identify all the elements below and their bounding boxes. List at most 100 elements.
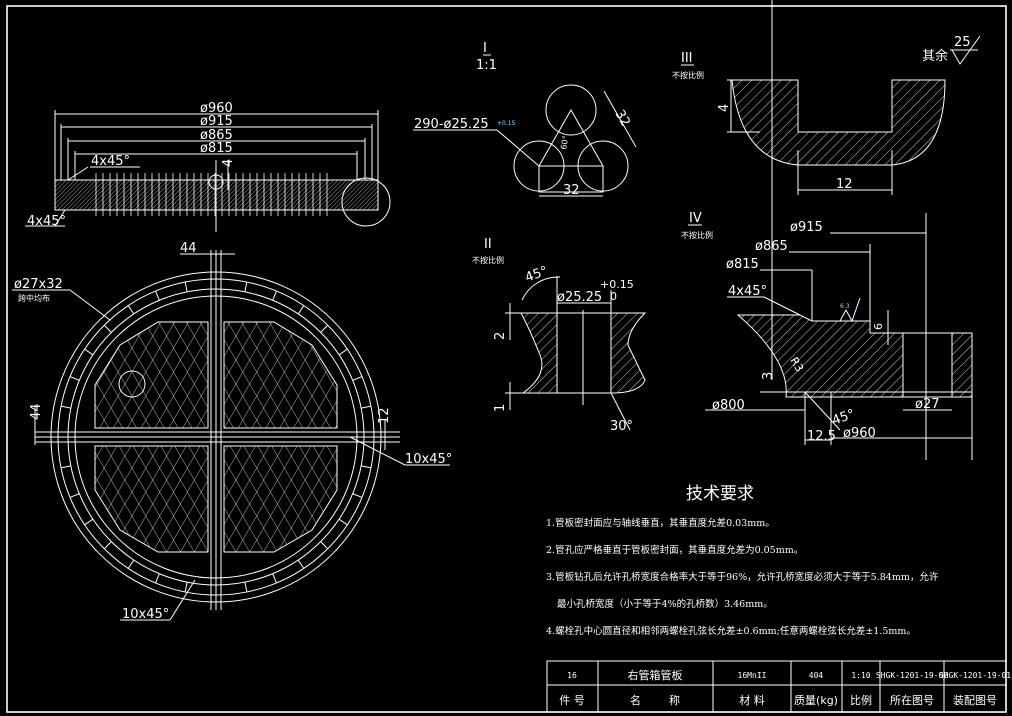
bolt-hole-mark [127,305,135,315]
svg-text:25: 25 [954,35,971,50]
bolt-hole-mark [297,559,305,569]
bolt-hole-mark [361,405,372,409]
svg-text:3: 3 [761,372,776,380]
roughness-symbol: 其余 25 [922,35,981,65]
bolt-hole-mark [69,376,80,381]
drawing-frame [6,5,1007,713]
svg-text:30°: 30° [610,419,633,434]
svg-text:ø815: ø815 [726,257,759,272]
bolt-hole-mark [352,376,363,381]
detail-III: III 不按比例 4 12 [672,51,946,195]
svg-text:件 号: 件 号 [559,694,585,707]
svg-text:ø800: ø800 [712,398,745,413]
svg-text:SHGK-1201-19-02: SHGK-1201-19-02 [876,671,948,680]
bolt-hole-mark [60,405,71,409]
svg-text:III: III [681,51,693,66]
svg-text:404: 404 [809,671,824,680]
detail-II: II 不按比例 45° ø25.25 +0.15 0 2 1 30° [472,237,647,434]
bolt-hole-mark [320,541,329,550]
svg-text:名 称: 名 称 [630,693,680,707]
bolt-hole-mark [338,348,348,356]
svg-text:4: 4 [717,104,732,112]
svg-text:SHGK-1201-19-01: SHGK-1201-19-01 [939,671,1011,680]
svg-text:ø815: ø815 [200,141,233,156]
title-block: 16 右管箱管板 16MnII 404 1:10 SHGK-1201-19-02… [546,660,1011,713]
svg-text:II: II [484,237,492,252]
bolt-hole-mark [155,573,160,584]
svg-text:0: 0 [610,290,617,303]
bolt-hole-mark [184,281,188,292]
bolt-hole-mark [60,465,71,469]
bolt-hole-mark [155,290,160,301]
svg-text:6.3: 6.3 [840,303,850,310]
svg-text:右管箱管板: 右管箱管板 [628,668,683,682]
svg-text:12.5: 12.5 [807,429,836,444]
svg-text:质量(kg): 质量(kg) [794,694,838,707]
svg-text:IV: IV [689,211,702,226]
bolt-hole-mark [103,541,112,550]
requirement-item: 最小孔桥宽度（小于等于4%的孔桥数）3.46mm。 [557,598,773,610]
svg-text:32: 32 [563,183,580,198]
svg-text:32: 32 [612,108,633,130]
svg-text:R3: R3 [787,355,806,374]
svg-text:ø960: ø960 [200,101,233,116]
svg-text:所在图号: 所在图号 [890,694,934,707]
svg-text:6: 6 [872,323,885,330]
svg-text:I: I [483,41,487,56]
detail-I: I 1:1 290-ø25.25 +0.15 32 32 60° [413,41,637,198]
svg-text:装配图号: 装配图号 [953,694,997,707]
detail-IV: IV 不按比例 ø915 ø865 ø815 4x45° 6.3 6 3 [681,0,973,460]
svg-text:ø915: ø915 [200,114,233,129]
svg-text:1: 1 [493,404,508,412]
requirement-item: 2.管孔应严格垂直于管板密封面，其垂直度允差为0.05mm。 [546,544,803,556]
svg-text:45°: 45° [830,407,857,429]
svg-text:ø865: ø865 [755,239,788,254]
top-view: ø960 ø915 ø865 ø815 4x45° 4 4x45° [25,101,391,232]
svg-text:+0.15: +0.15 [600,278,634,291]
requirement-item: 1.管板密封面应与轴线垂直，其垂直度允差0.03mm。 [546,517,775,529]
bolt-hole-mark [320,324,329,333]
svg-text:比例: 比例 [850,693,872,707]
bolt-hole-mark [84,518,94,526]
requirement-item: 3.管板钻孔后允许孔桥宽度合格率大于等于96%，允许孔桥宽度必须大于等于5.84… [546,571,939,583]
bolt-hole-mark [84,348,94,356]
bolt-hole-mark [338,518,348,526]
tube-layout [94,321,338,553]
svg-text:ø865: ø865 [200,128,233,143]
bolt-hole-mark [127,559,135,569]
bolt-hole-mark [244,582,248,593]
svg-text:ø25.25: ø25.25 [557,290,602,305]
svg-text:2: 2 [493,332,508,340]
svg-text:不按比例: 不按比例 [681,230,713,240]
svg-text:1:1: 1:1 [476,58,497,73]
bolt-hole-mark [352,493,363,498]
svg-text:60°: 60° [559,135,570,151]
svg-text:4: 4 [221,159,236,167]
svg-text:4x45°: 4x45° [91,154,130,169]
svg-text:12: 12 [377,407,392,424]
svg-text:其余: 其余 [922,48,948,64]
requirement-item: 4.螺栓孔中心圆直径和相邻两螺栓孔弦长允差±0.6mm;任意两螺栓弦长允差±1.… [546,625,916,637]
svg-text:44: 44 [180,241,197,256]
tech-requirements-title: 技术要求 [686,484,754,504]
svg-text:跨中均布: 跨中均布 [18,293,50,303]
bolt-hole-mark [103,324,112,333]
svg-text:1:10: 1:10 [851,671,870,680]
svg-text:ø960: ø960 [843,426,876,441]
bolt-hole-mark [272,290,277,301]
bolt-hole-mark [184,582,188,593]
bolt-hole-mark [272,573,277,584]
svg-text:ø27x32: ø27x32 [14,277,63,292]
svg-text:290-ø25.25: 290-ø25.25 [414,117,489,132]
svg-text:10x45°: 10x45° [405,452,452,467]
svg-text:44: 44 [29,403,44,420]
plan-view: 44 44 12 ø27x32 跨中均布 10x45° 10x45° [12,241,452,622]
svg-text:12: 12 [836,177,853,192]
bolt-hole-mark [69,493,80,498]
svg-text:不按比例: 不按比例 [672,70,704,80]
svg-text:16: 16 [567,671,577,680]
svg-text:ø915: ø915 [790,220,823,235]
svg-text:10x45°: 10x45° [122,607,169,622]
svg-text:不按比例: 不按比例 [472,255,504,265]
